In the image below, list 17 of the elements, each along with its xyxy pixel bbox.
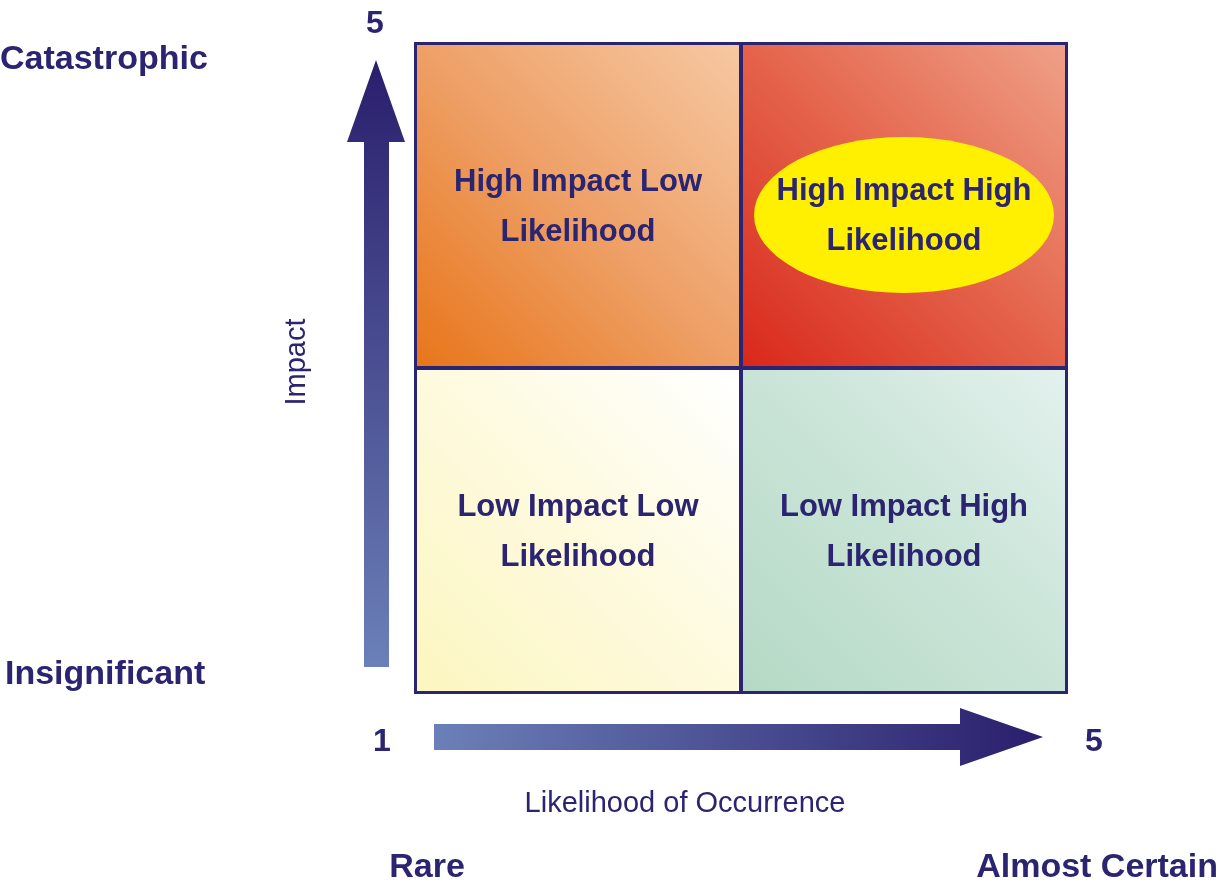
quadrant-box [740,367,1068,694]
axis-title: Likelihood of Occurrence [524,785,846,819]
axis-value: 5 [1085,721,1103,759]
axis-end-label: Rare [389,845,465,885]
quadrant-label: High Impact Low Likelihood [453,161,703,250]
axis-end-label: Almost Certain [976,845,1218,885]
axis-end-label: Insignificant [5,652,206,692]
axis-end-label: Catastrophic [0,37,208,77]
quadrant-box [740,42,1068,369]
axis-value: 5 [366,3,384,41]
axis-title: Impact [278,318,312,406]
quadrant-box [414,42,742,369]
quadrant-label: Low Impact Low Likelihood [456,486,700,575]
quadrant-label: Low Impact High Likelihood [779,486,1029,575]
quadrant-label: High Impact High Likelihood [775,171,1033,259]
quadrant-box [414,367,742,694]
axis-value: 1 [373,721,391,759]
